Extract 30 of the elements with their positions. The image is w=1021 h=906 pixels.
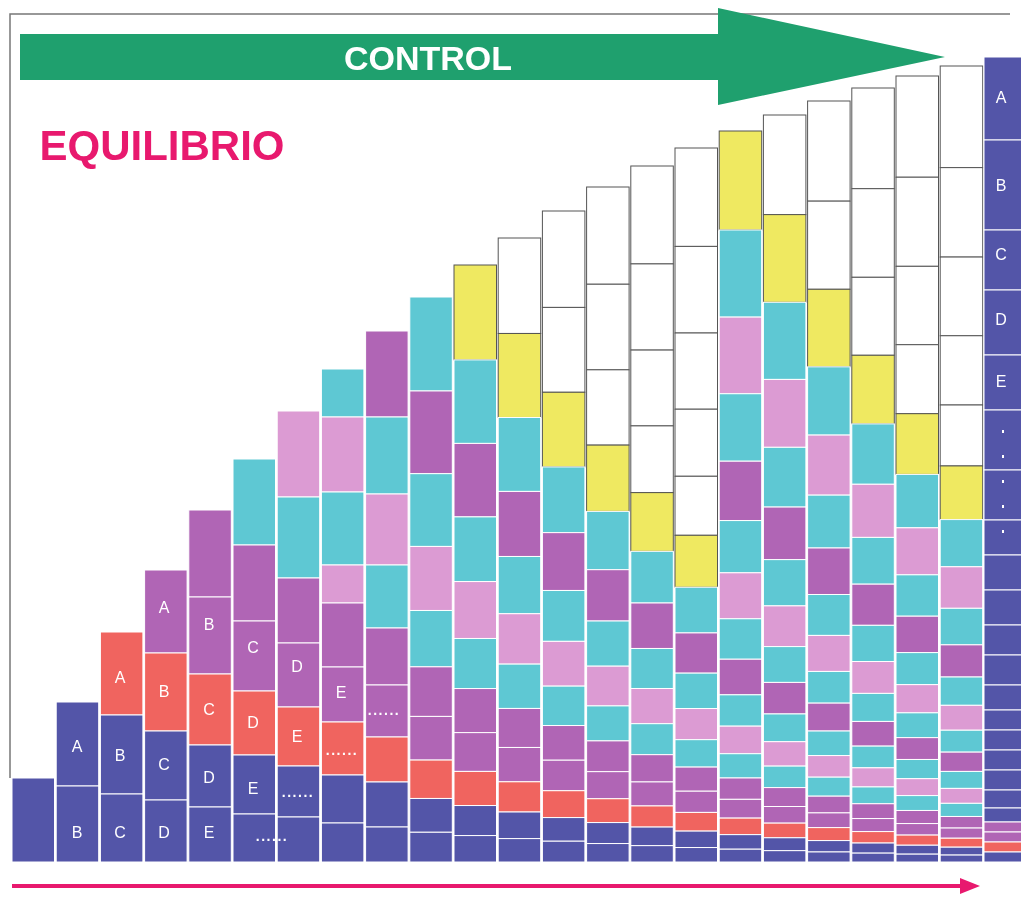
cell-letter: C <box>158 757 170 773</box>
cell-letter: D <box>203 770 215 786</box>
heading-label: EQUILIBRIO <box>39 125 285 167</box>
cell-letter: D <box>247 715 259 731</box>
cell-letter: C <box>247 640 259 656</box>
cell-letter: A <box>995 90 1007 106</box>
cell-letter: A <box>158 600 170 616</box>
ellipsis-dots: ...... <box>367 703 401 717</box>
cell-letter: B <box>114 748 126 764</box>
cell-letter: C <box>203 702 215 718</box>
cell-letter: D <box>995 312 1007 328</box>
cell-letter: C <box>114 825 126 841</box>
cell-letter: E <box>291 729 303 745</box>
cell-letter: B <box>158 684 170 700</box>
ellipsis-dots: ...... <box>325 743 359 757</box>
cell-letter: B <box>203 617 215 633</box>
cell-letter: E <box>247 781 259 797</box>
cell-letter: A <box>71 739 83 755</box>
cell-letter: B <box>71 825 83 841</box>
cell-letter: E <box>995 374 1007 390</box>
cell-letter: D <box>158 825 170 841</box>
cell-letter: B <box>995 178 1007 194</box>
ellipsis-dots: ...... <box>281 785 315 799</box>
cell-letter: C <box>995 247 1007 263</box>
cell-letter: E <box>203 825 215 841</box>
cell-letter: D <box>291 659 303 675</box>
arrow-label: CONTROL <box>343 41 513 75</box>
ellipsis-dots: ...... <box>255 829 289 843</box>
cell-letter: E <box>335 685 347 701</box>
cell-letter: A <box>114 670 126 686</box>
